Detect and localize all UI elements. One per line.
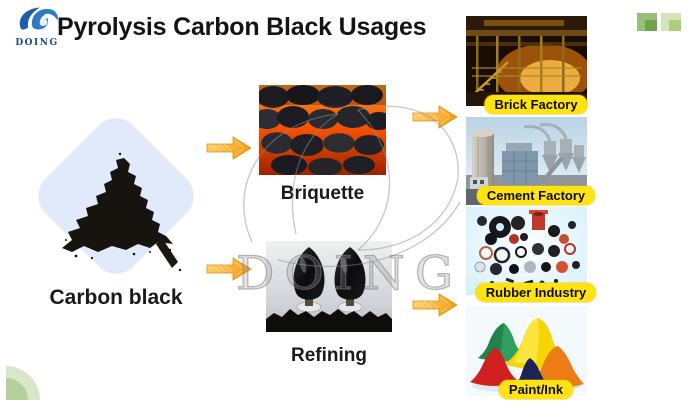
company-logo: DOING [13, 5, 61, 48]
paint-ink-badge: Paint/Ink [498, 380, 574, 399]
carbon-black-label: Carbon black [49, 286, 183, 309]
page-title: Pyrolysis Carbon Black Usages [57, 13, 427, 41]
brick-factory-badge: Brick Factory [484, 95, 588, 114]
refining-label: Refining [291, 345, 367, 366]
logo-wordmark: DOING [15, 38, 59, 48]
briquette-label: Briquette [280, 183, 365, 204]
rubber-industry-photo [466, 207, 587, 300]
briquette-photo [253, 85, 392, 180]
cement-factory-badge: Cement Factory [476, 186, 596, 205]
arrow-right-icon [206, 256, 252, 282]
rubber-industry-badge: Rubber Industry [475, 283, 597, 302]
arrow-right-icon [412, 292, 458, 318]
arrow-right-icon [206, 135, 252, 161]
decor-square-light [661, 13, 681, 31]
arrow-right-icon [412, 104, 458, 130]
carbon-black-powder-image [46, 128, 186, 293]
refining-photo [266, 241, 392, 337]
doing-logo-icon [15, 7, 59, 39]
decor-square-dark [637, 13, 657, 31]
